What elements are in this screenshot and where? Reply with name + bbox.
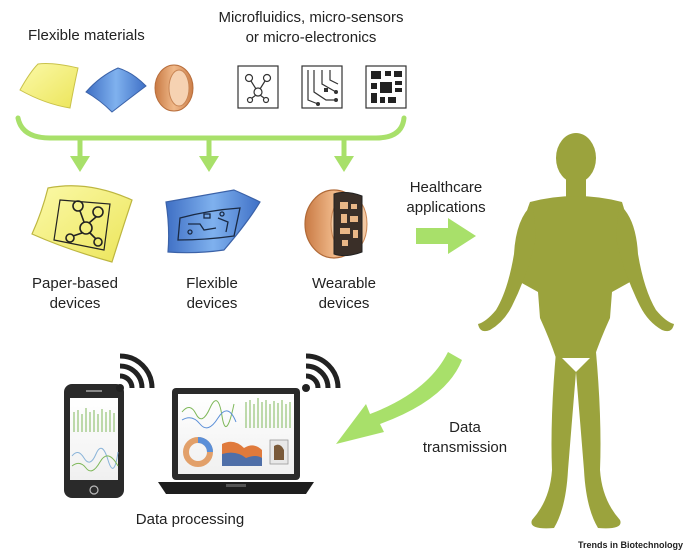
micro-electronics-icon: [365, 65, 407, 109]
arrow-curve-data-transmission: [336, 352, 462, 444]
data-processing-label: Data processing: [135, 511, 245, 528]
merge-connector: [15, 115, 407, 161]
microfluidic-chip-icon: [237, 65, 279, 109]
arrow-down-flexible: [199, 156, 219, 172]
laptop-device: [158, 388, 314, 494]
arrow-down-paper: [70, 156, 90, 172]
wearable-devices-label: Wearable devices: [312, 275, 376, 312]
microfluidics-label: Microfluidics, micro-sensors or micro-el…: [218, 9, 404, 46]
data-transmission-label: Data transmission: [422, 419, 508, 456]
healthcare-applications-label: Healthcare applications: [406, 179, 486, 216]
micro-sensor-circuit-icon: [301, 65, 343, 109]
human-body-silhouette: [478, 133, 674, 529]
flexible-device-image: [165, 189, 261, 254]
arrow-right-healthcare: [416, 218, 476, 254]
source-credit: Trends in Biotechnology: [577, 540, 683, 550]
flexible-devices-label: Flexible devices: [186, 275, 238, 312]
flexible-materials-label: Flexible materials: [28, 27, 145, 44]
smartphone-device: [64, 384, 124, 498]
wifi-signal-icon: [302, 353, 341, 392]
wifi-signal-icon: [116, 353, 155, 392]
paper-sheet-icon: [19, 63, 79, 109]
paper-based-devices-label: Paper-based devices: [32, 275, 118, 312]
flexible-film-icon: [85, 67, 147, 113]
paper-based-device-image: [31, 185, 133, 263]
wearable-device-image: [304, 189, 368, 259]
band-ring-icon: [154, 64, 194, 112]
arrow-down-wearable: [334, 156, 354, 172]
